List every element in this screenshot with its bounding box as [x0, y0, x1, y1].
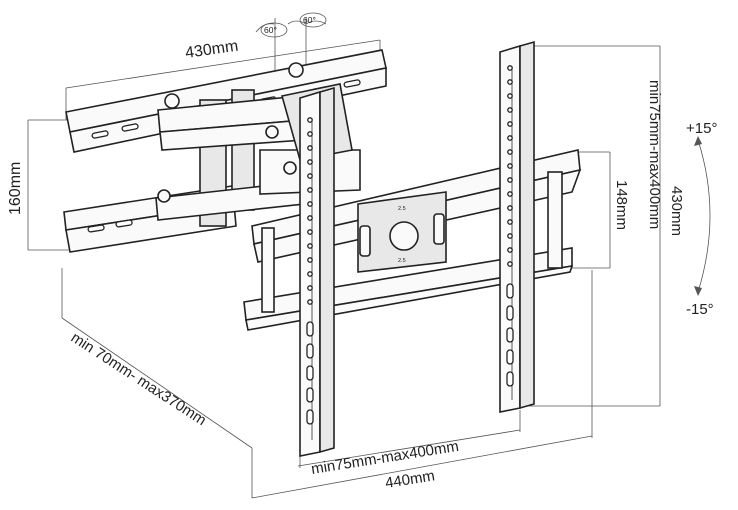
bracket-slot — [306, 321, 314, 337]
bracket-hole — [307, 117, 313, 123]
plate-marking-bottom: 2.5 — [398, 258, 406, 264]
bracket-hole — [507, 121, 513, 127]
bracket-slot — [506, 349, 514, 365]
vesa-vertical-label: min75mm-max400mm — [646, 80, 663, 229]
tv-bracket-left — [299, 86, 335, 457]
bracket-hole — [507, 93, 513, 99]
swivel-left-label: 60° — [264, 25, 277, 35]
bracket-slot — [506, 283, 514, 299]
tv-bracket-right — [499, 40, 535, 413]
bracket-hole — [507, 79, 513, 85]
bracket-slot — [506, 371, 514, 387]
bracket-slot — [306, 365, 314, 381]
wall-plate-height-label: 160mm — [7, 162, 24, 215]
bracket-slot — [506, 327, 514, 343]
bracket-hole — [507, 163, 513, 169]
overall-width-label: 440mm — [384, 467, 436, 492]
bracket-hole — [307, 159, 313, 165]
bracket-hole — [307, 187, 313, 193]
bracket-slot — [306, 387, 314, 403]
swivel-right-label: 60° — [303, 15, 316, 25]
bracket-hole — [507, 219, 513, 225]
wall-plate-width-label: 430mm — [184, 38, 239, 62]
bracket-hole — [507, 191, 513, 197]
bracket-slot — [306, 343, 314, 359]
bracket-slot — [506, 305, 514, 321]
plate-marking-top: 2.5 — [398, 206, 406, 212]
bracket-slot — [306, 409, 314, 425]
extension-label: min 70mm- max370mm — [68, 329, 209, 429]
tilt-arrow-up-icon — [694, 136, 702, 146]
bracket-hole — [507, 247, 513, 253]
bracket-hole — [307, 271, 313, 277]
bracket-hole — [307, 243, 313, 249]
tilt-arrow-down-icon — [694, 286, 702, 296]
bracket-hole — [507, 177, 513, 183]
crossbar-height-label: 148mm — [613, 180, 630, 230]
tv-bracket-height-label: 430mm — [668, 186, 685, 236]
bracket-hole — [307, 229, 313, 235]
bracket-hole — [307, 173, 313, 179]
bracket-hole — [507, 135, 513, 141]
bracket-hole — [307, 131, 313, 137]
bracket-hole — [507, 233, 513, 239]
bracket-hole — [507, 261, 513, 267]
tilt-up-label: +15° — [686, 120, 717, 137]
bracket-hole — [307, 285, 313, 291]
bracket-hole — [307, 215, 313, 221]
bracket-hole — [307, 201, 313, 207]
bracket-hole — [507, 107, 513, 113]
center-plate: 2.5 2.5 — [357, 191, 447, 273]
bracket-hole — [307, 145, 313, 151]
bracket-hole — [307, 299, 313, 305]
bracket-hole — [507, 205, 513, 211]
bracket-hole — [507, 149, 513, 155]
tilt-down-label: -15° — [686, 301, 714, 318]
bracket-hole — [507, 65, 513, 71]
tilt-arc — [697, 139, 711, 293]
bracket-hole — [307, 257, 313, 263]
bracket-holes — [306, 65, 514, 425]
